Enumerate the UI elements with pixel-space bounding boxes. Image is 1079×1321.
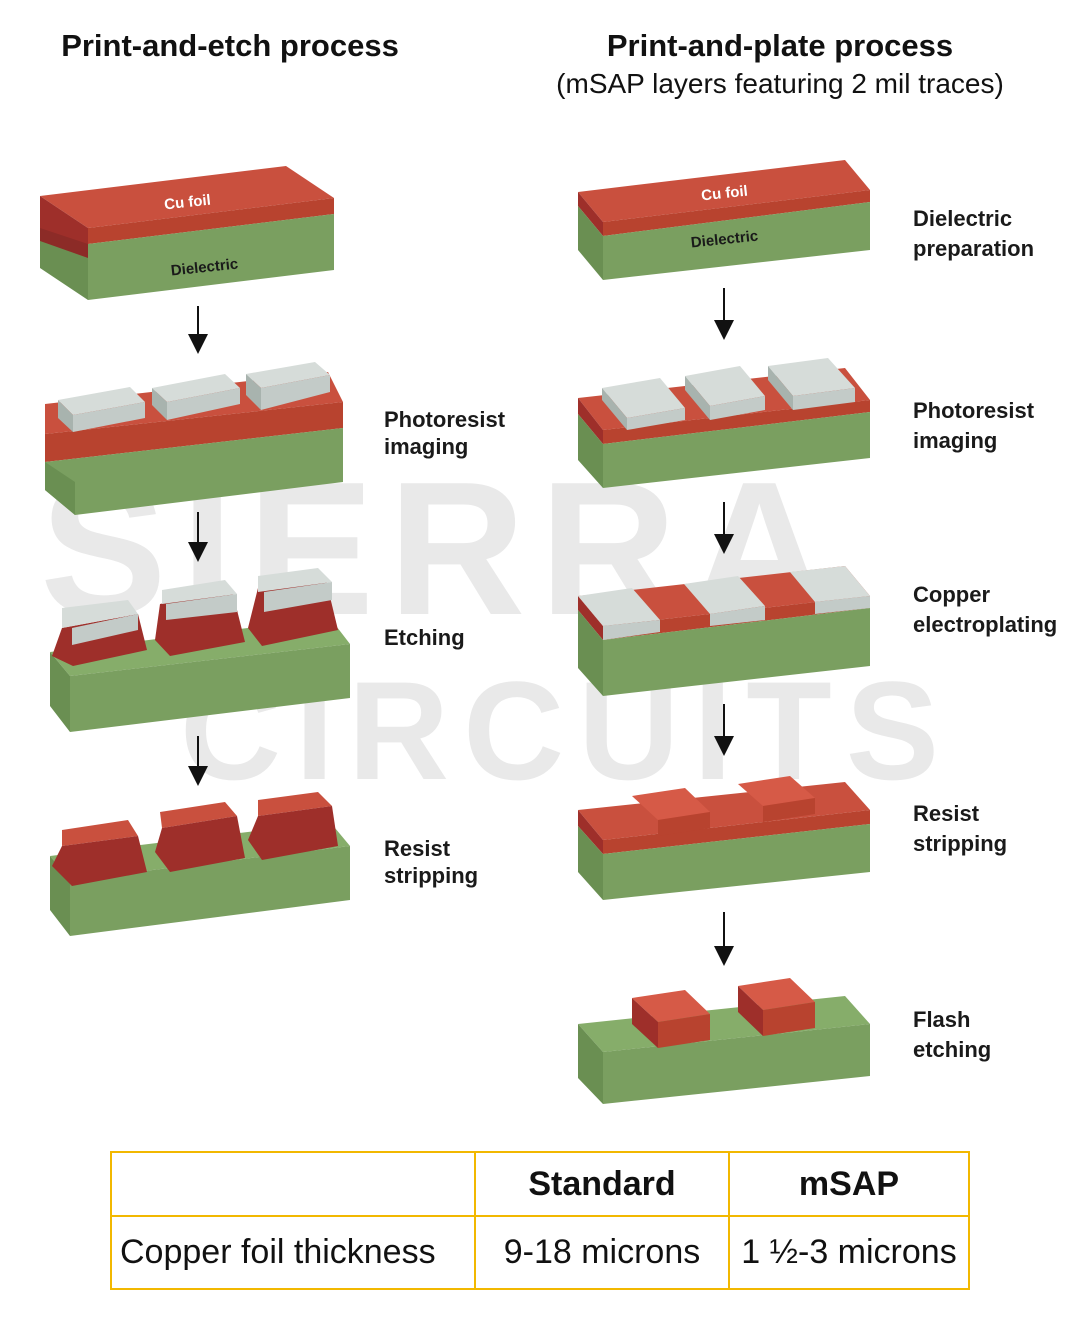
process-diagram: Cu foil Dielectric <box>40 160 870 1104</box>
right-cu-foil-label: Cu foil <box>700 183 748 205</box>
comparison-table: Standard mSAP Copper foil thickness 9-18… <box>110 1151 970 1290</box>
left-stage-4-traces <box>52 792 338 886</box>
left-step-label-etching: Etching <box>384 625 465 650</box>
right-stage-4-board <box>578 776 870 900</box>
right-stage-5-board <box>578 978 870 1104</box>
right-stage-2-board <box>578 358 870 488</box>
right-stage-3-resist <box>578 566 870 640</box>
left-stage-1-board: Cu foil Dielectric <box>40 166 334 300</box>
table-cell-msap-value: 1 ½-3 microns <box>728 1215 970 1290</box>
table-header-empty <box>110 1151 476 1217</box>
table-header-row: Standard mSAP <box>110 1151 970 1217</box>
left-stage-2-resist <box>58 362 330 432</box>
left-title: Print-and-etch process <box>61 28 399 63</box>
right-stage-2-resist <box>602 358 855 430</box>
right-stage-3-board <box>578 566 870 696</box>
right-subtitle: (mSAP layers featuring 2 mil traces) <box>556 68 1004 99</box>
left-stage-2-board <box>45 362 343 515</box>
right-stage-1-board: Cu foil Dielectric <box>578 160 870 280</box>
table-header-standard: Standard <box>474 1151 730 1217</box>
left-cu-foil-label: Cu foil <box>163 192 211 214</box>
right-stage-5-traces <box>632 978 815 1048</box>
left-stage-3-traces <box>52 568 338 666</box>
right-stage-4-traces <box>632 776 815 836</box>
left-dielectric-label: Dielectric <box>170 256 239 280</box>
table-row: Copper foil thickness 9-18 microns 1 ½-3… <box>110 1215 970 1290</box>
table-header-msap: mSAP <box>728 1151 970 1217</box>
right-title: Print-and-plate process <box>606 28 954 63</box>
right-dielectric-label: Dielectric <box>690 228 759 252</box>
left-stage-3-board <box>50 568 350 732</box>
left-stage-4-board <box>50 792 350 936</box>
table-cell-row-label: Copper foil thickness <box>110 1215 476 1290</box>
table-cell-standard-value: 9-18 microns <box>474 1215 730 1290</box>
